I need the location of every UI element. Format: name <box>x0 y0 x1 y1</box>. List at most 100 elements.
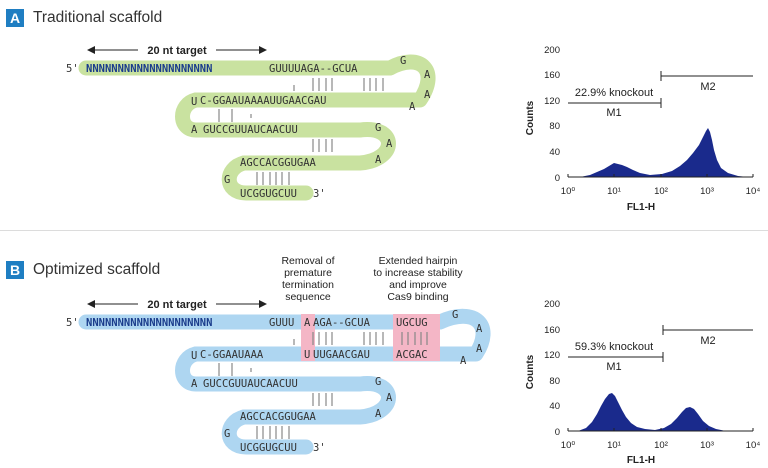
panel-b-stem1-top-a: GUUU <box>269 317 294 329</box>
panel-b-highlight-mutation <box>301 314 315 361</box>
histogram-b-xtick: 10¹ <box>607 440 621 451</box>
panel-b-annotation-2-line-3: and improve <box>389 279 447 291</box>
histogram-b-axes <box>567 428 754 432</box>
panel-b-annotation-1-line-2: premature <box>284 267 332 279</box>
panel-b-annotation-1-line-4: sequence <box>285 291 331 303</box>
histogram-b-gate-m2: M2 <box>700 335 715 347</box>
histogram-b-ytick: 160 <box>544 325 560 336</box>
panel-a-five-prime: 5' <box>66 63 79 75</box>
histogram-a-gates <box>568 71 753 108</box>
panel-b-hinge-u: U <box>191 350 197 362</box>
panel-b-stem2-bottom: AGCCACGGUGAA <box>240 411 317 423</box>
panel-b-stem1-bottom-b: UUGAACGAU <box>313 349 370 361</box>
histogram-a-distribution <box>580 128 748 177</box>
panel-b-stem1-bottom-ext: ACGAC <box>396 349 428 361</box>
panel-b-annotation-2-line-4: Cas9 binding <box>387 291 448 303</box>
histogram-b-yticks: 0 40 80 120 160 200 <box>544 299 560 438</box>
histogram-a-axes <box>567 174 754 178</box>
panel-a-loop2-a1: A <box>386 138 393 150</box>
panel-b-three-prime: 3' <box>313 442 326 454</box>
histogram-a-ytick: 120 <box>544 96 560 107</box>
histogram-a-knockout: 22.9% knockout <box>575 87 653 99</box>
histogram-a-xtick: 10² <box>654 186 668 197</box>
panel-a-target-label-bg <box>138 43 216 57</box>
panel-b-loop1-a1: A <box>476 323 483 335</box>
histogram-a-ytick: 80 <box>549 121 560 132</box>
histogram-b-xticks: 10⁰ 10¹ 10² 10³ 10⁴ <box>561 440 761 451</box>
histogram-b-xtick: 10³ <box>700 440 714 451</box>
histogram-b-ylabel: Counts <box>525 354 536 389</box>
panel-b-stem2-top: GUCCGUUAUCAACUU <box>203 378 298 390</box>
panel-divider <box>0 230 768 231</box>
panel-b-loop2-g: G <box>375 376 381 388</box>
histogram-b-xtick: 10⁰ <box>561 440 576 451</box>
histogram-b-distribution <box>578 393 738 431</box>
histogram-b-knockout: 59.3% knockout <box>575 341 653 353</box>
panel-b-loop2-a2: A <box>375 408 382 420</box>
panel-a-title: Traditional scaffold <box>33 9 163 26</box>
histogram-b-ytick: 200 <box>544 299 560 310</box>
panel-a-target-seq: NNNNNNNNNNNNNNNNNNNN <box>86 63 212 75</box>
histogram-b-gate-m1: M1 <box>606 361 621 373</box>
histogram-a-xticks: 10⁰ 10¹ 10² 10³ 10⁴ <box>561 186 761 197</box>
histogram-a-xtick: 10³ <box>700 186 714 197</box>
histogram-b-ytick: 80 <box>549 376 560 387</box>
panel-b-stem1-top-ext: UGCUG <box>396 317 428 329</box>
histogram-a-yticks: 0 40 80 120 160 200 <box>544 45 560 184</box>
histogram-a-ytick: 200 <box>544 45 560 56</box>
panel-b-stem1-bottom-a: C-GGAAUAAA <box>200 349 264 361</box>
histogram-b-ytick: 0 <box>555 427 560 438</box>
panel-b-annotation-2-line-1: Extended hairpin <box>379 255 458 267</box>
histogram-a-xlabel: FL1-H <box>627 202 655 213</box>
panel-b-five-prime: 5' <box>66 317 79 329</box>
panel-b-annotation-1-line-1: Removal of <box>281 255 334 267</box>
panel-a-loop2-a2: A <box>375 154 382 166</box>
panel-b-loop1-a2: A <box>476 343 483 355</box>
panel-b-target-label-bg <box>138 297 216 311</box>
panel-a-stem2-top: GUCCGUUAUCAACUU <box>203 124 298 136</box>
panel-b-header: B Optimized scaffold <box>6 261 160 279</box>
panel-a-loop1-g: G <box>400 55 406 67</box>
panel-a-stem1-bottom: C-GGAAUAAAAUUGAACGAU <box>200 95 326 107</box>
panel-b-highlight-extension <box>393 314 440 361</box>
histogram-a-ytick: 40 <box>549 147 560 158</box>
histogram-b-gates <box>568 325 753 362</box>
panel-a-stem2-bottom: AGCCACGGUGAA <box>240 157 317 169</box>
panel-a-hinge-u: U <box>191 96 197 108</box>
panel-a-stem1-top: GUUUUAGA--GCUA <box>269 63 358 75</box>
histogram-a-ytick: 160 <box>544 70 560 81</box>
histogram-a-xtick: 10⁴ <box>746 186 761 197</box>
panel-b-annotation-1-line-3: termination <box>282 279 334 291</box>
panel-b-stem1-bottom-mut: U <box>304 349 310 361</box>
panel-b-tail: UCGGUGCUU <box>240 442 297 454</box>
histogram-b: Counts FL1-H 0 40 80 120 160 200 10⁰ 10¹… <box>525 299 760 466</box>
panel-a-tail: UCGGUGCUU <box>240 188 297 200</box>
panel-b-target-label: 20 nt target <box>147 299 207 311</box>
histogram-b-ytick: 120 <box>544 350 560 361</box>
panel-a-loop1-a3: A <box>409 101 416 113</box>
panel-a-hinge-a: A <box>191 124 198 136</box>
histogram-b-xtick: 10² <box>654 440 668 451</box>
panel-a-loop1-a1: A <box>424 69 431 81</box>
panel-a-scaffold: 5' NNNNNNNNNNNNNNNNNNNN GUUUUAGA--GCUA C… <box>66 43 436 201</box>
panel-b-hinge-a: A <box>191 378 198 390</box>
histogram-a: Counts FL1-H 0 40 80 120 160 200 10⁰ 10¹… <box>525 45 760 213</box>
panel-b-letter: B <box>6 261 24 279</box>
histogram-b-xtick: 10⁴ <box>746 440 761 451</box>
panel-a-header: A Traditional scaffold <box>6 9 162 27</box>
panel-a-letter: A <box>6 9 24 27</box>
histogram-a-ytick: 0 <box>555 173 560 184</box>
panel-b-loop3-g: G <box>224 428 230 440</box>
panel-a-target-label: 20 nt target <box>147 45 207 57</box>
panel-b-basepairs <box>218 332 428 439</box>
histogram-b-xlabel: FL1-H <box>627 455 655 466</box>
panel-b-stem1-top-b: AGA--GCUA <box>313 317 371 329</box>
panel-b-loop1-g: G <box>452 309 458 321</box>
histogram-a-xtick: 10⁰ <box>561 186 576 197</box>
panel-a-loop2-g: G <box>375 122 381 134</box>
panel-a-loop3-g: G <box>224 174 230 186</box>
panel-b-target-seq: NNNNNNNNNNNNNNNNNNNN <box>86 317 212 329</box>
panel-b-scaffold: 5' NNNNNNNNNNNNNNNNNNNN GUUU A AGA--GCUA… <box>66 255 491 455</box>
panel-b-stem1-top-mut: A <box>304 317 311 329</box>
